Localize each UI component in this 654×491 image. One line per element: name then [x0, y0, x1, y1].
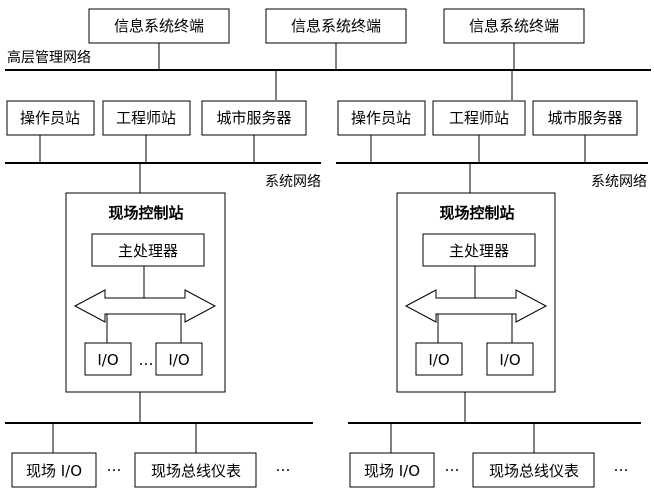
- right-field-io-label: 现场 I/O: [364, 462, 420, 480]
- left-engineer-station: [102, 100, 191, 136]
- right-engineer-station-label: 工程师站: [449, 109, 509, 127]
- right-field-ellipsis-2: …: [614, 457, 629, 475]
- right-main-processor-label: 主处理器: [449, 242, 509, 260]
- right-operator-station-label: 操作员站: [351, 109, 411, 127]
- info-terminal-label-3: 信息系统终端: [469, 17, 559, 35]
- info-terminal-box-1: [88, 8, 230, 44]
- left-city-server-label: 城市服务器: [216, 109, 291, 127]
- left-field-bus-instrument-label: 现场总线仪表: [151, 462, 241, 480]
- right-system-network-label: 系统网络: [591, 174, 647, 190]
- right-operator-station: [337, 100, 426, 136]
- info-terminal-box-2: [265, 8, 407, 44]
- left-subsystem: 操作员站 工程师站 城市服务器 系统网络 现场控制站 主处理器 I/O … I/…: [5, 100, 321, 488]
- right-city-server-label: 城市服务器: [547, 109, 622, 127]
- left-io-module-1-label: I/O: [97, 351, 118, 369]
- management-network-label: 高层管理网络: [7, 49, 91, 66]
- right-field-control-station-title: 现场控制站: [439, 204, 514, 222]
- right-main-processor: [422, 233, 536, 267]
- info-terminal-label-2: 信息系统终端: [291, 17, 381, 35]
- left-city-server: [201, 100, 307, 136]
- left-field-io-label: 现场 I/O: [26, 462, 82, 480]
- right-subsystem: 操作员站 工程师站 城市服务器 系统网络 现场控制站 主处理器 I/O I/O: [336, 100, 648, 488]
- left-field-bus-instrument: [134, 452, 257, 488]
- right-io-module-2-label: I/O: [499, 351, 520, 369]
- left-main-processor: [91, 233, 205, 267]
- left-operator-station: [6, 100, 95, 136]
- left-io-module-1: [84, 342, 132, 376]
- left-internal-bus-arrow: [73, 289, 217, 323]
- left-io-ellipsis: …: [139, 351, 154, 369]
- left-main-processor-label: 主处理器: [118, 242, 178, 260]
- right-field-bus-instrument-label: 现场总线仪表: [489, 462, 579, 480]
- right-field-ellipsis-1: …: [445, 457, 460, 475]
- info-terminal-label-1: 信息系统终端: [114, 17, 204, 35]
- left-engineer-station-label: 工程师站: [116, 109, 176, 127]
- right-internal-bus-arrow: [404, 289, 548, 323]
- left-io-module-2: [155, 342, 203, 376]
- right-io-module-1-label: I/O: [428, 351, 449, 369]
- left-io-module-2-label: I/O: [168, 351, 189, 369]
- left-operator-station-label: 操作员站: [20, 109, 80, 127]
- left-field-control-station-title: 现场控制站: [108, 204, 183, 222]
- right-io-module-1: [415, 342, 463, 376]
- info-terminal-box-3: [443, 8, 585, 44]
- right-engineer-station: [432, 100, 526, 136]
- top-terminals: 信息系统终端 信息系统终端 信息系统终端: [88, 8, 585, 70]
- right-io-module-2: [486, 342, 534, 376]
- right-field-io: [349, 452, 435, 488]
- left-system-network-label: 系统网络: [265, 174, 321, 190]
- left-field-ellipsis-2: …: [276, 457, 291, 475]
- left-field-ellipsis-1: …: [107, 457, 122, 475]
- right-field-bus-instrument: [472, 452, 595, 488]
- left-field-io: [11, 452, 97, 488]
